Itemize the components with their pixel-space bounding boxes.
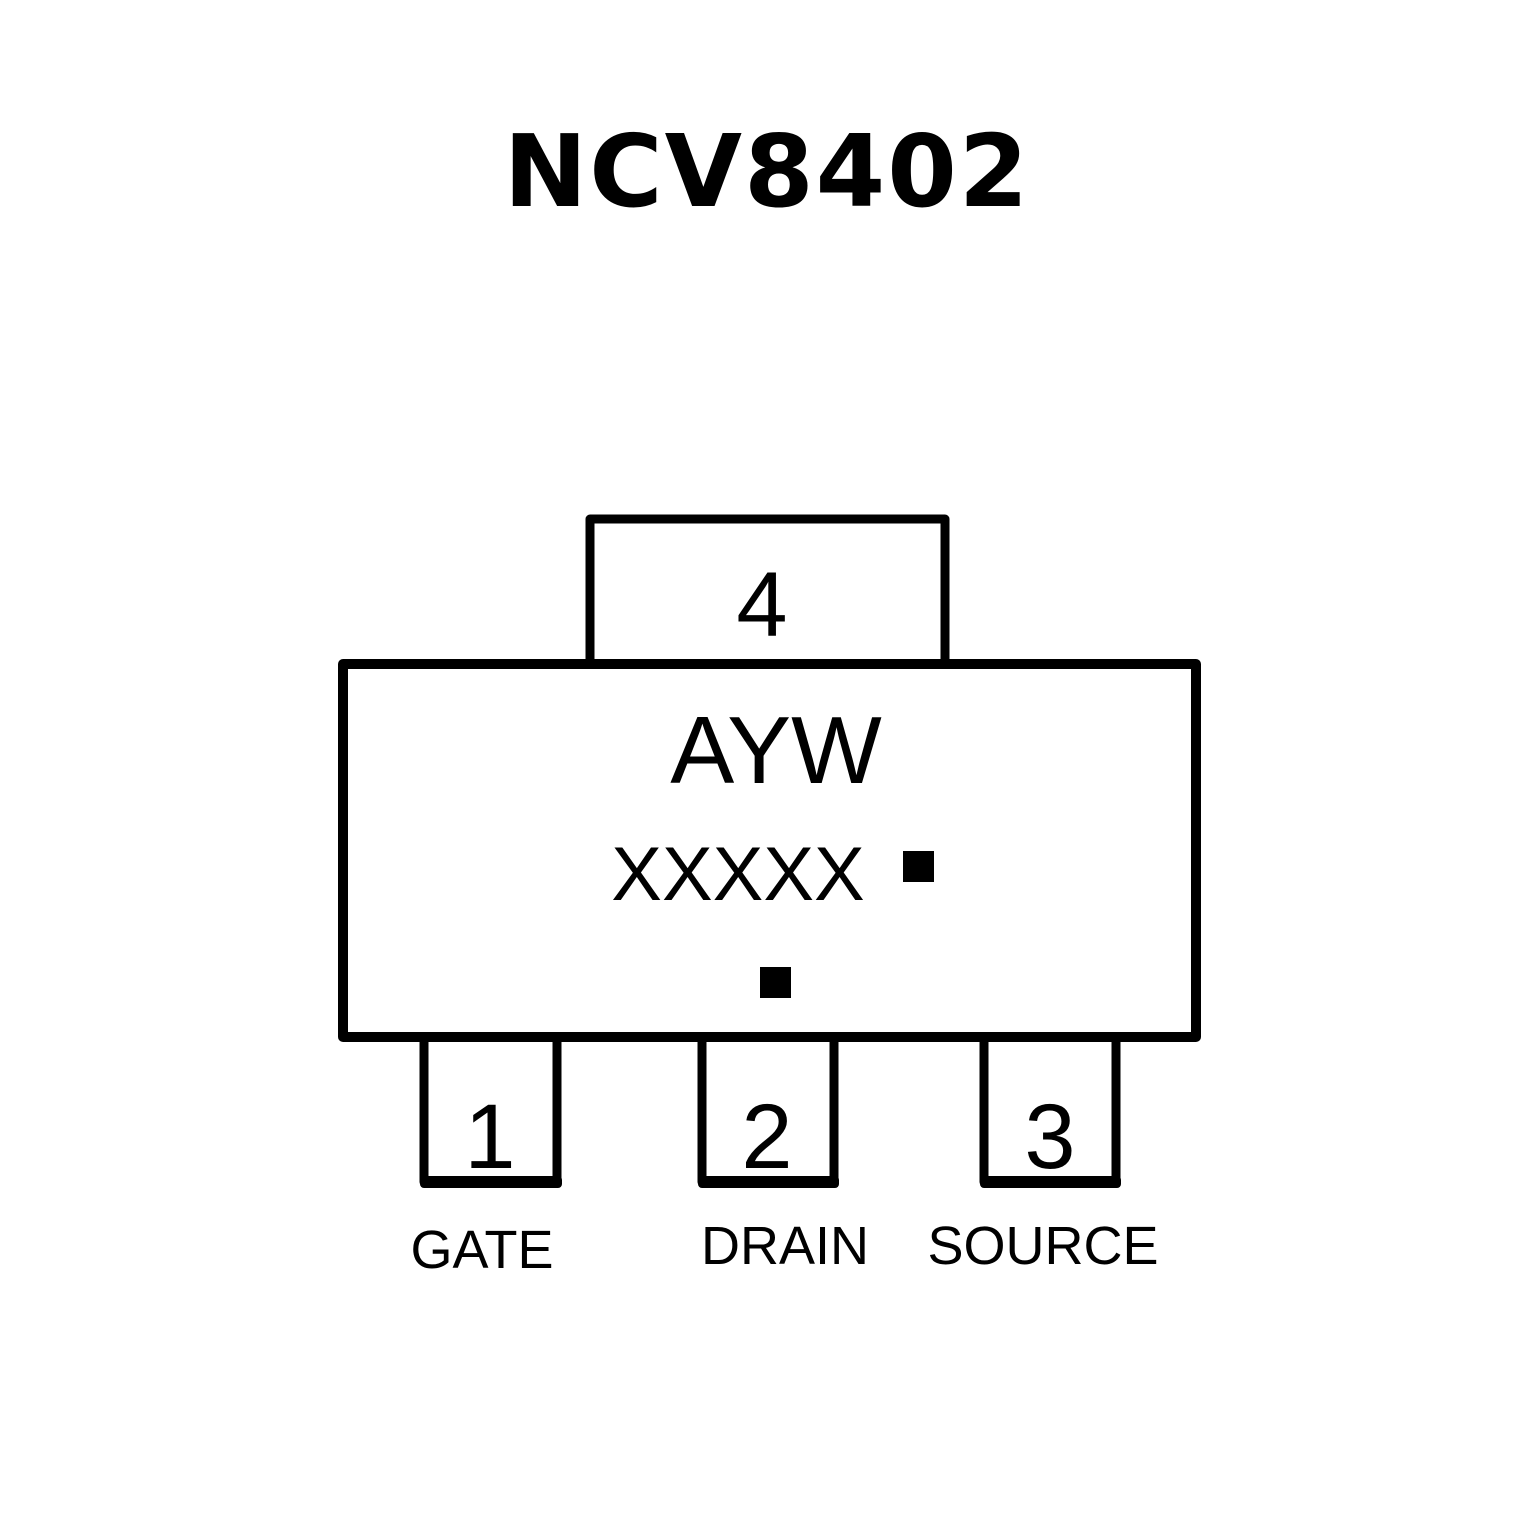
pin-2 [697,1040,839,1188]
pin-3-number: 3 [1024,1086,1075,1188]
pin-3 [979,1040,1121,1188]
pin-3-label: SOURCE [927,1216,1158,1276]
marking-line-1: AYW [670,697,882,804]
tab-pin-number: 4 [736,554,787,656]
part-number-title: NCV8402 [504,113,1031,230]
pin1-indicator-dot [760,967,791,998]
marking-line-2: XXXXX [611,832,864,917]
pin-2-number: 2 [741,1086,792,1188]
pin-1-label: GATE [410,1220,553,1280]
pin-2-label: DRAIN [701,1216,869,1276]
pin-1-number: 1 [464,1086,515,1188]
marking-dot-right [903,851,934,882]
pin-1 [419,1040,562,1188]
